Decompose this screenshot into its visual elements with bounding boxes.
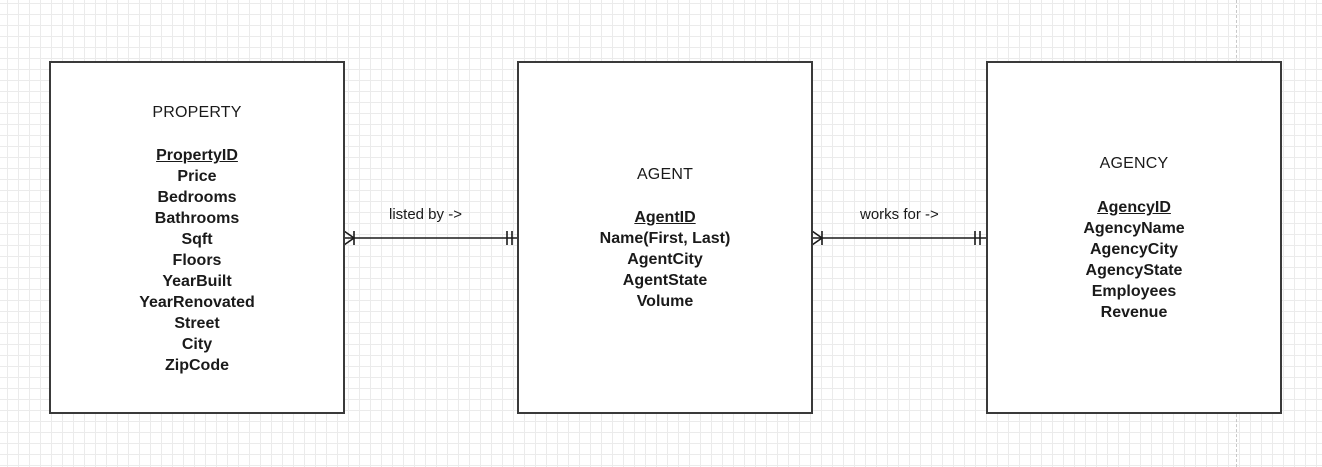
attribute: Revenue bbox=[1100, 304, 1168, 321]
attribute: AgentState bbox=[622, 272, 708, 289]
primary-key-attribute: AgencyID bbox=[1097, 199, 1171, 216]
primary-key-attribute: PropertyID bbox=[156, 147, 238, 164]
attribute: Volume bbox=[636, 293, 694, 310]
attribute-list: PropertyID Price Bedrooms Bathrooms Sqft… bbox=[51, 145, 343, 376]
entity-title: AGENT bbox=[636, 166, 694, 183]
entity-agent[interactable]: AGENT AgentID Name(First, Last) AgentCit… bbox=[517, 61, 813, 414]
connector-property-agent[interactable] bbox=[343, 230, 517, 246]
attribute: AgencyName bbox=[1083, 220, 1185, 237]
entity-agency[interactable]: AGENCY AgencyID AgencyName AgencyCity Ag… bbox=[986, 61, 1282, 414]
attribute: Floors bbox=[172, 252, 222, 269]
attribute: City bbox=[181, 336, 213, 353]
attribute: Sqft bbox=[181, 231, 213, 248]
entity-property[interactable]: PROPERTY PropertyID Price Bedrooms Bathr… bbox=[49, 61, 345, 414]
primary-key-attribute: AgentID bbox=[634, 209, 696, 226]
entity-title: PROPERTY bbox=[152, 104, 242, 121]
attribute: Street bbox=[174, 315, 220, 332]
attribute: ZipCode bbox=[165, 357, 229, 374]
relationship-label-listed-by[interactable]: listed by -> bbox=[389, 206, 462, 223]
attribute-list: AgentID Name(First, Last) AgentCity Agen… bbox=[519, 207, 811, 312]
attribute: YearBuilt bbox=[162, 273, 232, 290]
attribute-list: AgencyID AgencyName AgencyCity AgencySta… bbox=[988, 197, 1280, 323]
attribute: Name(First, Last) bbox=[599, 230, 731, 247]
attribute: Bedrooms bbox=[157, 189, 237, 206]
attribute: Bathrooms bbox=[154, 210, 240, 227]
entity-title: AGENCY bbox=[1099, 155, 1169, 172]
attribute: YearRenovated bbox=[139, 294, 255, 311]
attribute: AgentCity bbox=[627, 251, 703, 268]
attribute: AgencyState bbox=[1085, 262, 1183, 279]
attribute: Price bbox=[177, 168, 217, 185]
attribute: AgencyCity bbox=[1089, 241, 1179, 258]
relationship-label-works-for[interactable]: works for -> bbox=[860, 206, 939, 223]
attribute: Employees bbox=[1091, 283, 1177, 300]
connector-agent-agency[interactable] bbox=[811, 230, 986, 246]
